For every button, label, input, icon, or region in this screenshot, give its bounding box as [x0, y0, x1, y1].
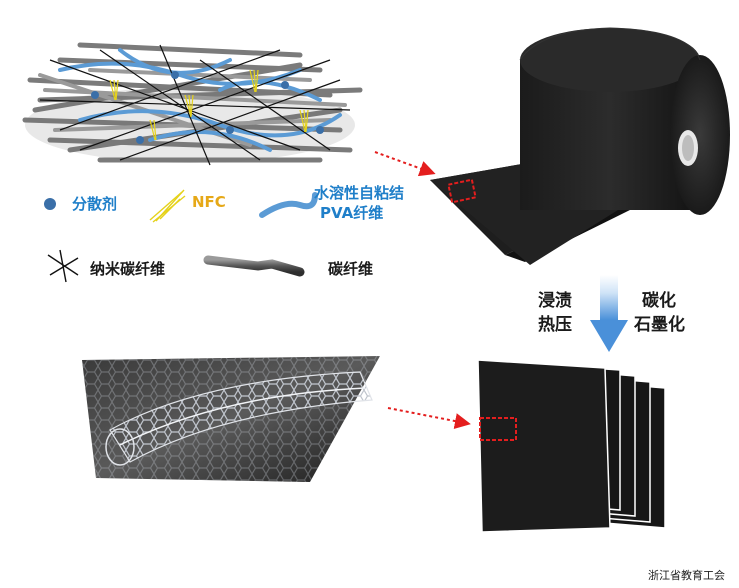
carbon-paper-roll	[430, 27, 730, 265]
carbon-nanotube-image	[82, 356, 380, 482]
arrow-mat-to-paper	[374, 151, 436, 177]
dispersant-icon	[44, 198, 56, 210]
step1-line1: 浸渍	[538, 291, 572, 311]
step2-line2: 石墨化	[634, 315, 685, 335]
nfc-label: NFC	[192, 193, 226, 211]
pva-fiber-icon	[259, 192, 318, 218]
carbon-paper-stack	[477, 359, 666, 533]
process-down-arrow	[590, 275, 628, 352]
nano-carbon-fiber-icon	[47, 249, 79, 283]
step1-line2: 热压	[538, 315, 572, 335]
watermark: 浙江省教育工会	[648, 569, 725, 582]
nfc-icon	[149, 189, 186, 223]
pva-label-line1: 水溶性自粘结	[314, 184, 405, 202]
arrow-cnt-to-sheet	[387, 407, 471, 429]
highlight-box-sheet	[479, 417, 517, 441]
nano-carbon-fiber-label: 纳米碳纤维	[90, 260, 166, 278]
fiber-mat-illustration	[22, 42, 363, 166]
carbon-fiber-label: 碳纤维	[328, 260, 374, 278]
dispersant-label: 分散剂	[72, 195, 118, 213]
step2-line1: 碳化	[642, 291, 676, 311]
highlight-box-paper	[447, 178, 477, 204]
carbon-fiber-icon	[203, 255, 305, 277]
pva-label-line2: PVA纤维	[320, 204, 384, 222]
